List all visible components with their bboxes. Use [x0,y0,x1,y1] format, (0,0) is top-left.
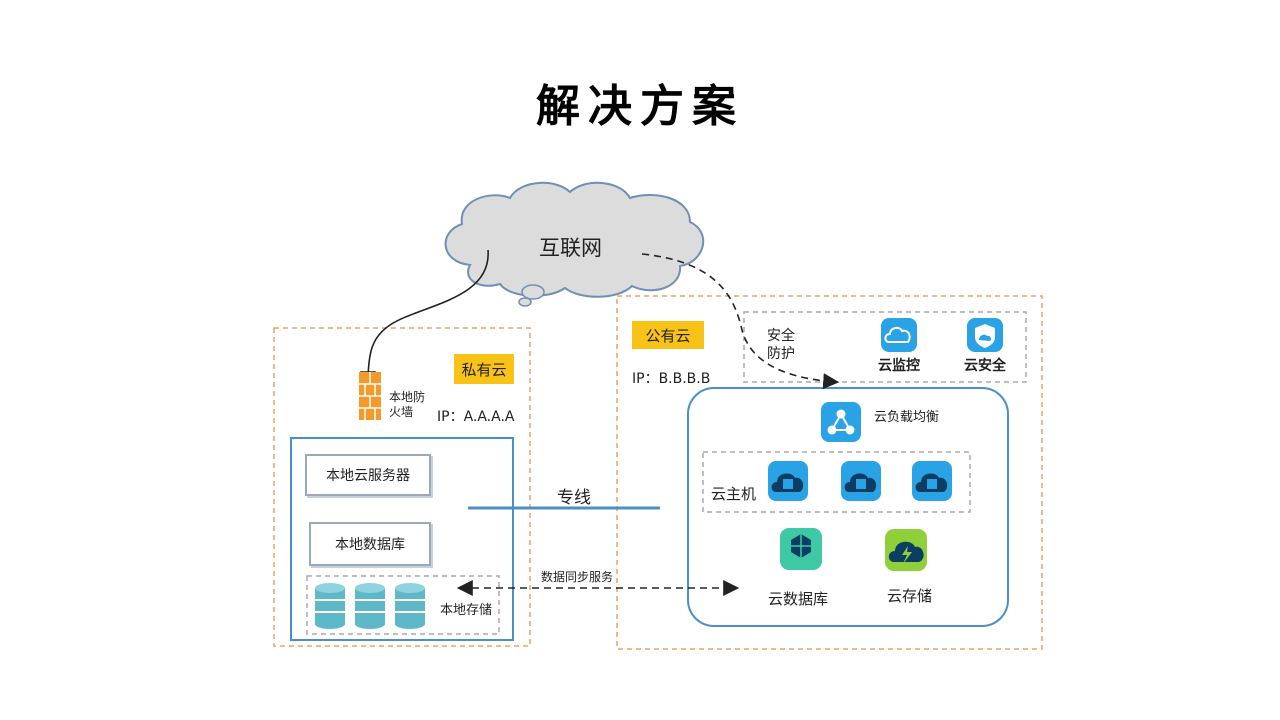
firewall-icon [359,372,381,420]
local-storage-label: 本地存储 [440,603,493,618]
cloud-server-icon [841,461,881,501]
security-region [743,311,1027,383]
security-protection-label: 安全 防护 [767,328,795,362]
public-cloud-region [616,295,1043,650]
cloud-server-icon [768,461,808,501]
internet-label: 互联网 [539,236,602,260]
local-storage-region [306,575,500,635]
cloud-database-label: 云数据库 [768,590,829,608]
database-icon [395,583,425,629]
local-server-box: 本地云服务器 [305,454,431,496]
load-balancer-label: 云负载均衡 [874,410,940,425]
database-icon [355,583,385,629]
local-database-box: 本地数据库 [309,522,431,566]
private-cloud-frame [290,437,514,641]
public-cloud-tag: 公有云 [632,321,704,349]
cloud-server-icon [912,461,952,501]
cloud-database-icon [780,528,822,570]
public-cloud-frame [687,387,1009,627]
database-icon [315,583,345,629]
cloud-security-label: 云安全 [964,358,1006,374]
private-cloud-tag: 私有云 [454,354,514,384]
cloud-monitor-label: 云监控 [878,358,920,374]
cloud-security-icon [967,318,1003,352]
dedicated-line-label: 专线 [557,488,591,508]
internet-to-public-cloud-arrow [641,253,840,390]
cloud-storage-label: 云存储 [887,587,933,605]
private-cloud-region [273,327,531,647]
load-balancer-icon [821,402,861,442]
cloud-monitor-icon [881,318,917,352]
cloud-host-region [702,451,971,513]
internet-to-firewall-arrow [360,249,489,388]
firewall-label: 本地防 火墙 [389,390,426,419]
private-ip: IP：A.A.A.A [437,409,515,425]
cloud-storage-icon [885,529,927,571]
page-title: 解决方案 [536,81,744,132]
cloud-host-label: 云主机 [711,485,757,503]
public-ip: IP：B.B.B.B [632,371,711,387]
internet-cloud [444,181,705,307]
data-sync-label: 数据同步服务 [541,570,614,584]
